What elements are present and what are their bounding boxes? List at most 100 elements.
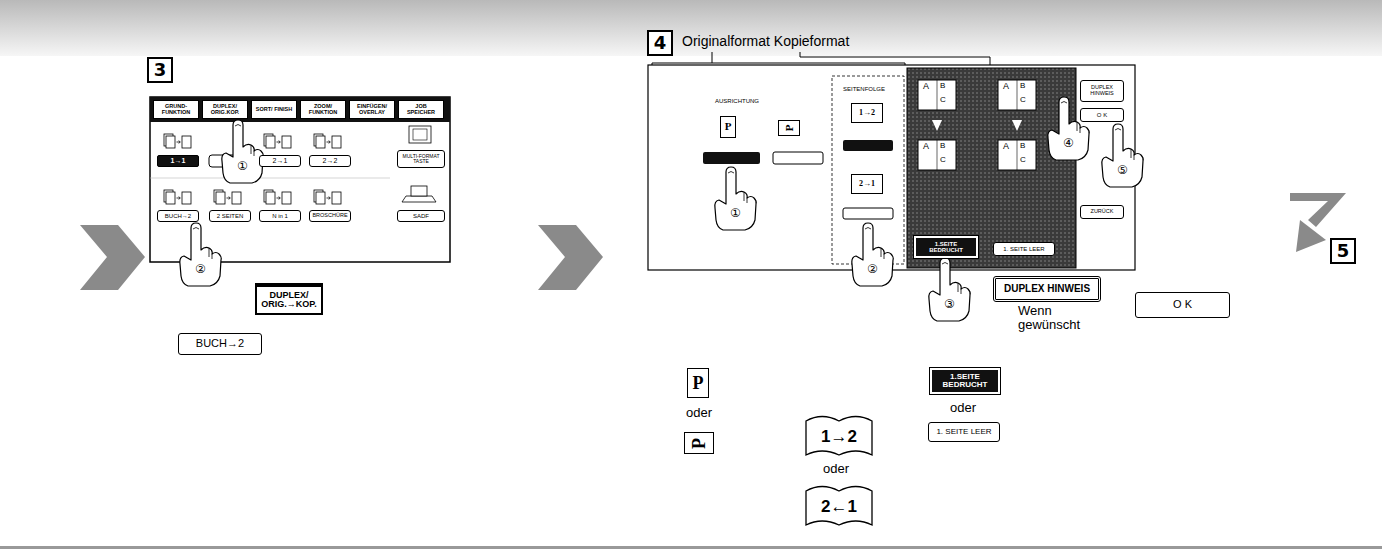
callout-number: ② xyxy=(195,263,206,276)
node-text: 1→2 xyxy=(859,109,875,117)
node-text: SADF xyxy=(413,213,429,219)
panel-button: DUPLEX HINWEIS xyxy=(1080,80,1124,102)
alternative-note: oder xyxy=(823,462,849,476)
panel-button: O K xyxy=(1080,108,1124,122)
mode-button: BROSCHÜRE xyxy=(309,210,351,222)
menu-tab: GRUND- FUNKTION xyxy=(153,100,199,119)
copy-mode-icons xyxy=(314,190,341,204)
node-text: 2→1 xyxy=(859,180,875,188)
page-letter: A xyxy=(923,82,929,92)
page-letter: C xyxy=(1020,96,1026,105)
panel-caption: SEITENFOLGE xyxy=(843,86,885,93)
format-caption: Originalformat Kopieformat xyxy=(682,34,849,49)
node-text: P xyxy=(725,121,732,133)
node-text: P xyxy=(693,374,704,393)
orientation-icon: P xyxy=(720,116,736,138)
copy-mode-icons xyxy=(411,186,427,196)
callout-number: ① xyxy=(237,160,248,173)
pointing-hand xyxy=(1048,97,1089,160)
control-panel xyxy=(648,65,1135,270)
node-text: SORT/ FINISH xyxy=(256,107,292,113)
next-step-arrow xyxy=(1296,220,1326,252)
copy-mode-icons xyxy=(413,129,427,140)
page-layout-icons xyxy=(932,120,942,131)
page-letter: B xyxy=(940,82,945,91)
format-bracket xyxy=(712,52,713,63)
node-text: 2→2 xyxy=(323,157,338,164)
page-letter: A xyxy=(923,142,929,152)
mode-button: MULTI-FORMAT TASTE xyxy=(397,150,445,168)
mode-button: 2→1 xyxy=(259,155,301,167)
step-number: 4 xyxy=(647,30,673,56)
node-text: O K xyxy=(1097,112,1107,118)
orientation-icon-enlarged: P xyxy=(684,432,714,454)
page-letter: A xyxy=(1003,142,1009,152)
mode-button: BUCH→2 xyxy=(157,210,199,222)
node-text: 1.SEITE BEDRUCHT xyxy=(918,241,974,254)
page-order-icon: 1→2 xyxy=(851,103,883,123)
page-order-icon: 2→1 xyxy=(851,174,883,194)
node-text: 5 xyxy=(1337,242,1350,261)
mode-button: 1→1 xyxy=(157,155,199,167)
page-layout-icons xyxy=(918,80,1036,170)
touch-screen xyxy=(150,178,390,179)
callout-number: ④ xyxy=(1063,137,1074,150)
orientation-icon: P xyxy=(778,120,800,136)
pointing-hand xyxy=(180,97,1143,321)
copy-mode-icons xyxy=(214,190,241,204)
bottom-rule xyxy=(0,546,1382,549)
page-layout-icons xyxy=(937,140,938,170)
touch-screen xyxy=(150,97,450,122)
open-book-outline xyxy=(806,487,872,526)
copy-mode-icons xyxy=(164,190,191,204)
copy-mode-icons xyxy=(164,126,436,204)
header-band xyxy=(0,0,1382,56)
node-text: N in 1 xyxy=(272,213,288,219)
page-layout-icons xyxy=(1017,80,1018,110)
node-text: MULTI-FORMAT TASTE xyxy=(400,154,442,165)
page-layout-icons xyxy=(1017,140,1018,170)
page-layout-icons xyxy=(998,140,1036,170)
menu-tab: JOB SPEICHER xyxy=(398,100,444,119)
callout-number: ① xyxy=(730,207,741,220)
mode-button-enlarged: BUCH→2 xyxy=(178,333,262,355)
page-letter: B xyxy=(1020,82,1025,91)
node-text: 1. SEITE LEER xyxy=(936,428,991,436)
step-chevron xyxy=(538,225,603,290)
panel-button: 1.SEITE BEDRUCHT xyxy=(914,236,978,258)
panel-button-enlarged: 1. SEITE LEER xyxy=(928,422,1000,442)
panel-caption: AUSRICHTUNG xyxy=(715,98,759,105)
menu-tab-enlarged: DUPLEX/ ORIG.→KOP. xyxy=(255,283,323,315)
page-letter: C xyxy=(1020,156,1026,165)
control-panel xyxy=(703,152,760,164)
step-number: 5 xyxy=(1330,238,1356,264)
step-number: 3 xyxy=(147,57,173,83)
menu-tab: SORT/ FINISH xyxy=(251,100,297,119)
node-text: DUPLEX HINWEIS xyxy=(1004,284,1090,295)
node-text: BROSCHÜRE xyxy=(312,213,347,219)
copy-mode-icons xyxy=(264,134,291,148)
node-text: 1.SEITE BEDRUCHT xyxy=(934,373,996,390)
page-letter: B xyxy=(940,142,945,151)
menu-tab: ZOOM/ FUNKTION xyxy=(300,100,346,119)
node-text: 2←1 xyxy=(821,498,857,516)
node-text: DUPLEX/ ORIG.KOP. xyxy=(205,104,245,116)
mode-button: SADF xyxy=(397,210,445,222)
panel-button: ZURÜCK xyxy=(1080,205,1124,219)
orientation-icon-enlarged: P xyxy=(687,368,709,398)
next-step-arrow xyxy=(1290,193,1346,227)
node-text: 1. SEITE LEER xyxy=(1003,246,1044,252)
pointing-hand xyxy=(180,223,221,286)
menu-tab: EINFÜGEN/ OVERLAY xyxy=(349,100,395,119)
node-text: P xyxy=(690,438,709,449)
header-band xyxy=(0,0,1382,56)
pointing-hand xyxy=(222,120,263,183)
node-text: 2 SEITEN xyxy=(217,213,244,219)
node-text: 4 xyxy=(654,34,667,53)
node-text: GRUND- FUNKTION xyxy=(156,104,196,116)
copy-mode-icons xyxy=(314,134,341,148)
menu-tab: DUPLEX/ ORIG.KOP. xyxy=(202,100,248,119)
